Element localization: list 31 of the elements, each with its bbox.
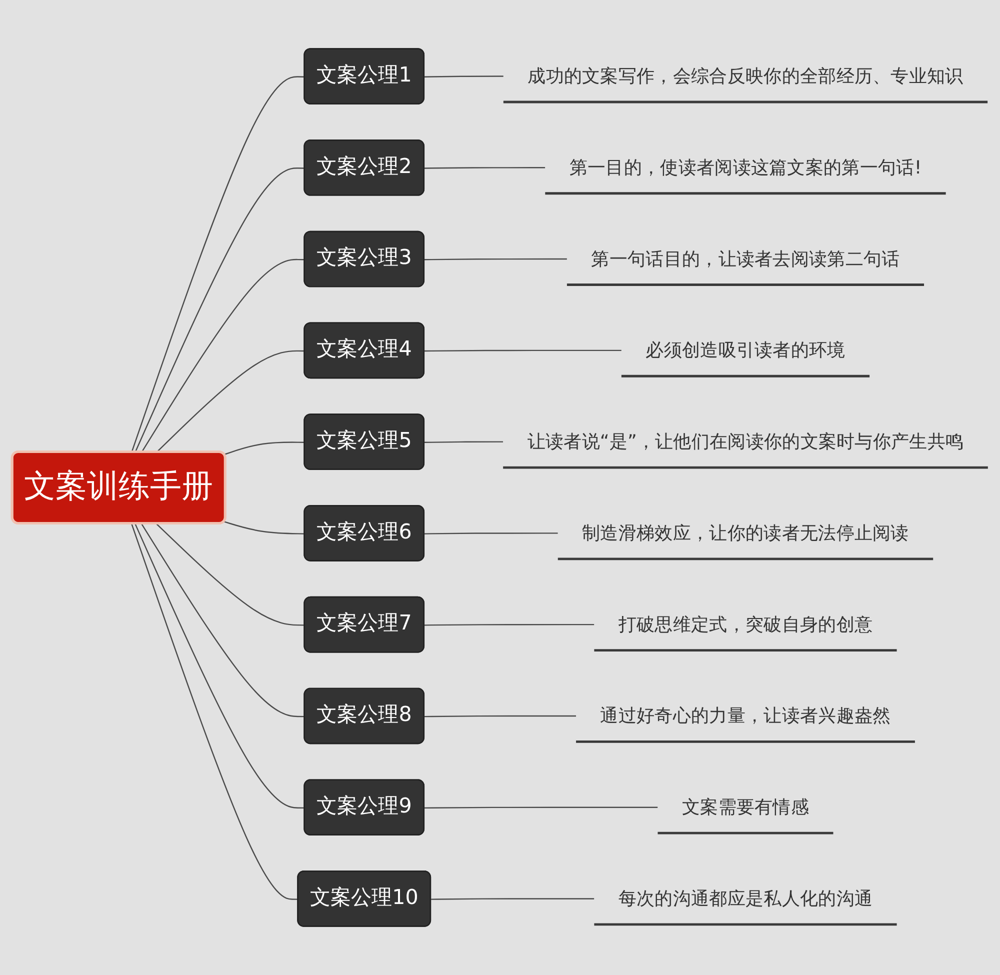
connector-line <box>224 521 305 534</box>
branch-box: 文案公理4 <box>304 322 425 379</box>
connector-line <box>424 806 658 809</box>
branch-box: 文案公理1 <box>304 48 425 104</box>
branch-box: 文案公理5 <box>304 414 425 470</box>
branch-box: 文案公理7 <box>304 596 425 653</box>
branch-box: 文案公理3 <box>304 230 425 288</box>
connector-line <box>131 524 298 900</box>
connector-line <box>424 258 567 260</box>
branch-box: 文案公理6 <box>304 505 425 562</box>
connector-line <box>424 350 622 352</box>
branch-box: 文案公理8 <box>304 688 425 744</box>
connector-line <box>134 168 305 453</box>
branch-box: 文案公理2 <box>304 140 425 196</box>
connector-line <box>431 898 594 900</box>
connector-line <box>424 441 504 444</box>
connector-line <box>134 524 305 809</box>
connector-line <box>131 76 305 453</box>
connector-line <box>156 350 305 453</box>
connector-line <box>424 624 594 626</box>
branch-box: 文案公理10 <box>297 870 432 927</box>
connector-line <box>224 442 305 456</box>
connector-line <box>424 532 558 534</box>
connector-line <box>424 715 576 718</box>
connector-line <box>424 167 546 169</box>
connector-line <box>141 258 305 453</box>
topic-box: 文案训练手册 <box>10 450 226 524</box>
connector-line <box>156 523 305 626</box>
connector-line <box>141 524 305 718</box>
branch-box: 文案公理9 <box>304 779 425 836</box>
connector-line <box>424 76 504 78</box>
